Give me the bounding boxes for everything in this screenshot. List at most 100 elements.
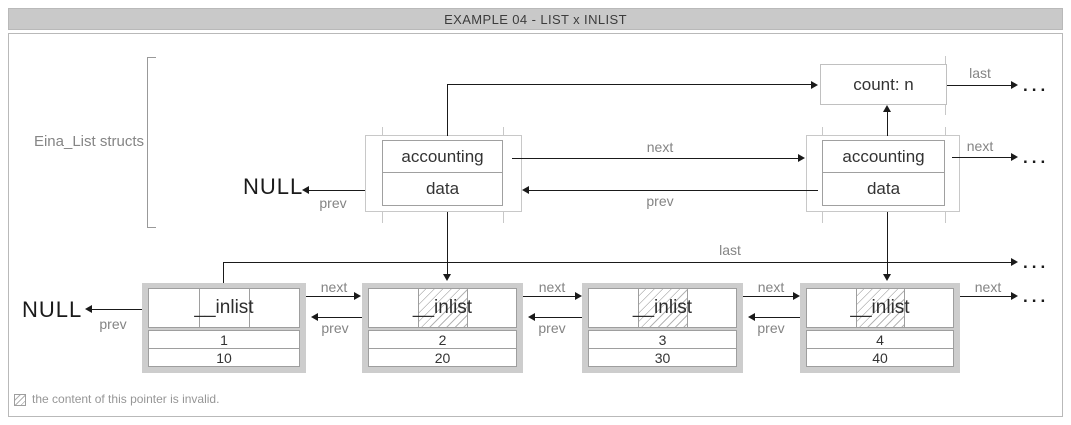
arrowhead-left-icon <box>85 305 92 313</box>
label-next-eina: next <box>646 139 674 155</box>
arrowhead-down-icon <box>883 274 891 281</box>
arrowhead-right-icon <box>1011 153 1018 161</box>
arrowhead-right-icon <box>1011 258 1018 266</box>
inlist-node-1: __inlist 1 10 <box>142 283 306 373</box>
line-last-lower <box>223 262 1011 263</box>
cell-divider <box>686 289 688 327</box>
diagram-frame <box>8 33 1063 417</box>
line-accounting1-to-count <box>447 84 811 85</box>
cell-divider <box>466 289 468 327</box>
arrowhead-down-icon <box>443 274 451 281</box>
title-bar: EXAMPLE 04 - LIST x INLIST <box>8 8 1063 30</box>
node2-inlist-label: __inlist <box>412 297 473 318</box>
label-prev-n2-n1: prev <box>321 320 349 336</box>
line-accounting1-up <box>447 84 448 136</box>
box1-accounting-field: accounting <box>383 141 502 173</box>
line-next-n1-n2 <box>306 296 354 297</box>
line-prev-box2-box1 <box>529 190 818 191</box>
invalid-pointer-hatch <box>637 289 688 327</box>
box1-data-field: data <box>425 179 460 198</box>
ellipsis-n4-next: ... <box>1023 287 1050 306</box>
arrowhead-up-icon <box>883 105 891 112</box>
arrowhead-right-icon <box>798 154 805 162</box>
node4-inlist-label: __inlist <box>850 297 910 318</box>
cell-divider <box>904 289 906 327</box>
arrowhead-right-icon <box>1011 81 1018 89</box>
line-data2-down <box>887 212 888 274</box>
arrowhead-left-icon <box>522 186 529 194</box>
invalid-pointer-hatch <box>417 289 468 327</box>
node1-num: 1 <box>148 330 300 349</box>
line-next-n3-n4 <box>743 296 793 297</box>
page-title: EXAMPLE 04 - LIST x INLIST <box>444 11 627 27</box>
line-count-last <box>947 85 1011 86</box>
legend-hatch-swatch <box>14 394 26 406</box>
cell-divider <box>248 289 250 327</box>
node2-inlist-cell <box>368 288 517 328</box>
label-next-n1-n2: next <box>320 279 348 295</box>
cell-divider <box>637 289 639 327</box>
box2-accounting-field: accounting <box>823 141 944 173</box>
inlist-node-3: __inlist 3 30 <box>582 283 743 373</box>
node3-inlist-label: __inlist <box>632 297 693 318</box>
line-data1-down <box>447 212 448 274</box>
null-label-bottom: NULL <box>22 297 83 322</box>
count-box: count: n <box>820 64 947 105</box>
label-prev-n3-n2: prev <box>538 320 566 336</box>
ellipsis-last-lower: ... <box>1023 253 1050 272</box>
node3-value: 30 <box>588 348 737 367</box>
line-next-n2-n3 <box>523 296 575 297</box>
inlist-node-4: __inlist 4 40 <box>800 283 960 373</box>
label-last-lower: last <box>719 242 741 258</box>
bracket <box>147 57 156 228</box>
invalid-pointer-hatch <box>855 289 905 327</box>
label-next-box2: next <box>966 138 994 154</box>
null-label-top: NULL <box>243 174 304 199</box>
arrowhead-right-icon <box>811 81 818 89</box>
line-prev-null-bottom <box>92 309 142 310</box>
arrowhead-left-icon <box>528 313 535 321</box>
line-prev-n2-n1 <box>318 317 374 318</box>
label-next-n2-n3: next <box>538 279 566 295</box>
node2-value: 20 <box>368 348 517 367</box>
arrowhead-right-icon <box>793 292 800 300</box>
bracket-label: Eina_List structs <box>33 133 144 150</box>
inlist-node-2: __inlist 2 20 <box>362 283 523 373</box>
arrowhead-left-icon <box>311 313 318 321</box>
label-prev-n4-n3: prev <box>757 320 785 336</box>
cell-divider <box>855 289 857 327</box>
ellipsis-count-last: ... <box>1023 76 1050 95</box>
node3-inlist-cell <box>588 288 737 328</box>
ellipsis-box2-next: ... <box>1023 148 1050 167</box>
line-next-box1-box2 <box>512 158 798 159</box>
node4-value: 40 <box>806 348 954 367</box>
line-prev-n4-n3 <box>755 317 812 318</box>
label-next-n4: next <box>974 279 1002 295</box>
line-last-into-node1 <box>223 262 224 299</box>
node1-inlist-cell <box>148 288 300 328</box>
arrowhead-right-icon <box>1011 292 1018 300</box>
eina-list-box-2: accounting data <box>822 140 945 206</box>
node1-value: 10 <box>148 348 300 367</box>
node4-inlist-cell <box>806 288 954 328</box>
eina-list-box-1: accounting data <box>382 140 503 206</box>
label-prev-eina: prev <box>646 193 674 209</box>
cell-divider <box>417 289 419 327</box>
line-accounting2-up <box>887 112 888 136</box>
node4-num: 4 <box>806 330 954 349</box>
cell-divider <box>198 289 200 327</box>
node3-num: 3 <box>588 330 737 349</box>
arrowhead-left-icon <box>748 313 755 321</box>
node1-inlist-label: __inlist <box>194 297 254 318</box>
label-last-top: last <box>969 65 991 81</box>
line-prev-null-top <box>309 190 366 191</box>
line-next-box2-dots <box>952 157 1011 158</box>
line-next-n4-dots <box>960 296 1011 297</box>
label-next-n3-n4: next <box>757 279 785 295</box>
arrowhead-right-icon <box>575 292 582 300</box>
line-prev-n3-n2 <box>535 317 594 318</box>
count-box-label: count: n <box>853 74 914 94</box>
legend-text: the content of this pointer is invalid. <box>32 392 220 406</box>
arrowhead-left-icon <box>302 186 309 194</box>
